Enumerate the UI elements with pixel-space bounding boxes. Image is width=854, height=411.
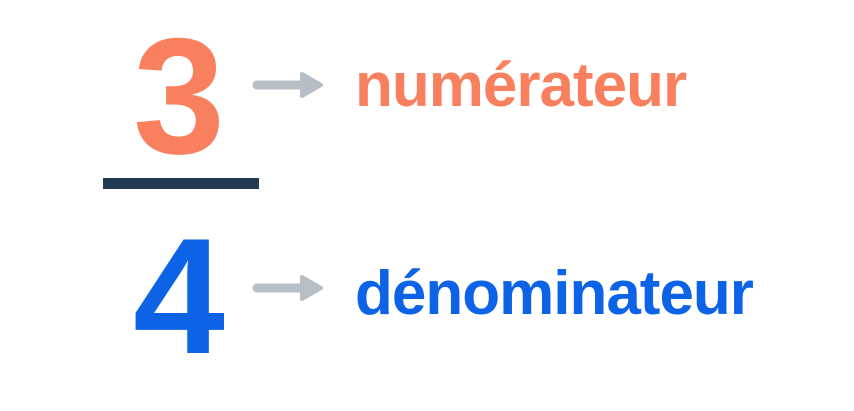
right-arrow-icon bbox=[252, 275, 323, 301]
numerator-value: 3 bbox=[133, 4, 225, 188]
fraction-bar bbox=[103, 178, 259, 189]
denominator-value: 4 bbox=[133, 204, 225, 388]
denominator-label: dénominateur bbox=[355, 259, 754, 328]
right-arrow-icon bbox=[252, 72, 323, 98]
numerator-label: numérateur bbox=[355, 51, 687, 120]
